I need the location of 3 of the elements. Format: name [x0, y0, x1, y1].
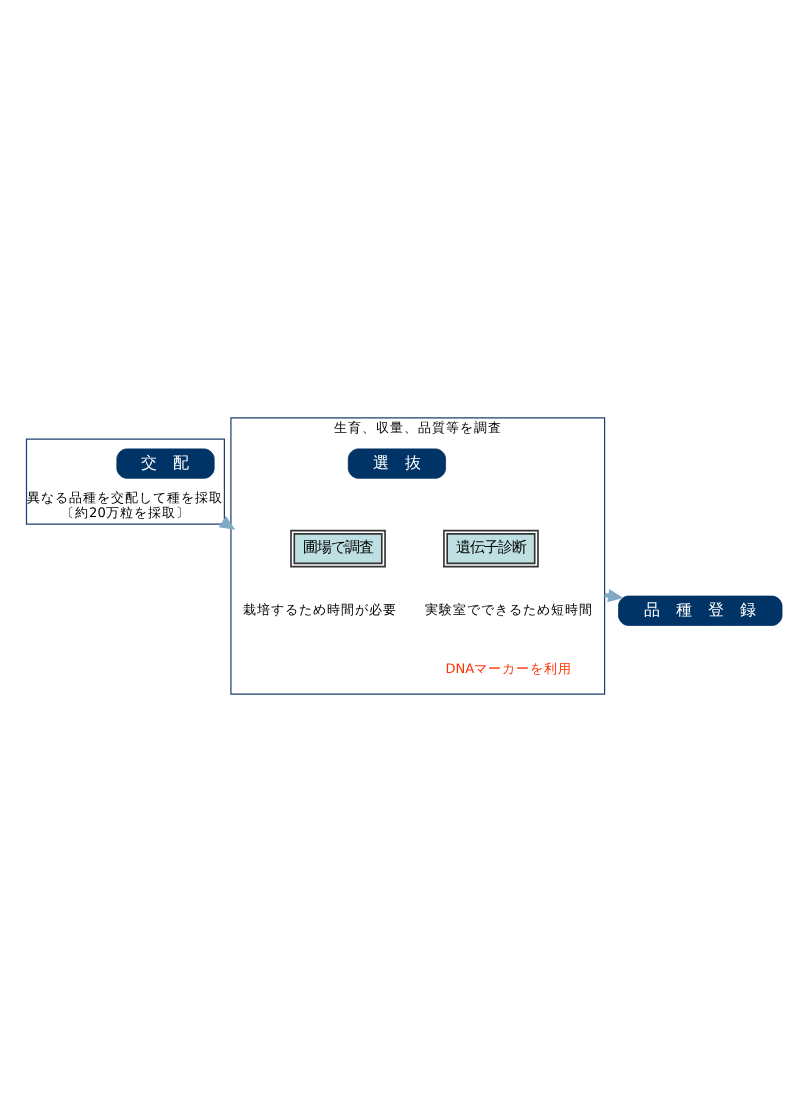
- node-box: 選 抜: [347, 447, 446, 478]
- node-box: 交 配: [116, 447, 215, 478]
- node-box: 品 種 登 録: [618, 594, 783, 625]
